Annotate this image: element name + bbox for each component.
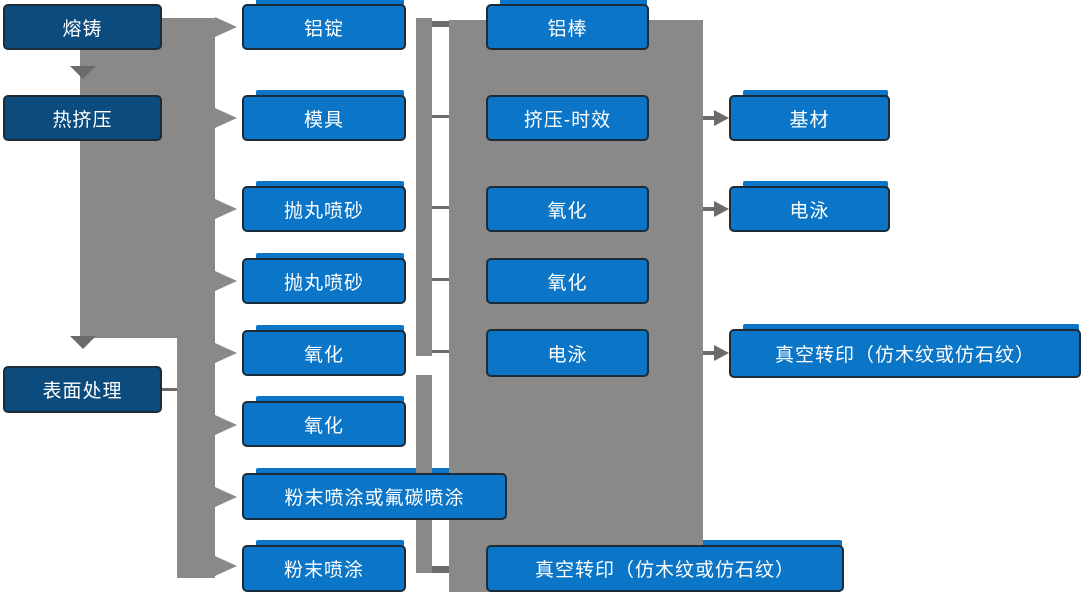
arrowhead-to-aluminum-ingot xyxy=(215,17,237,37)
connector-tick-row8 xyxy=(432,566,449,573)
down-arrow-to-surface-treatment xyxy=(70,336,96,349)
arrowhead-to-anodizing-2 xyxy=(215,415,237,435)
node-anodizing-2: 氧化 xyxy=(242,401,406,447)
node-aluminum-rod: 铝棒 xyxy=(486,4,649,50)
arrowhead-to-electrophoresis xyxy=(714,201,729,217)
arrow-stem-to-electrophoresis xyxy=(703,207,715,211)
node-mold: 模具 xyxy=(242,95,406,141)
connector-tick-row1 xyxy=(432,21,449,27)
node-base-material: 基材 xyxy=(729,95,890,141)
node-echo-strip xyxy=(256,468,505,475)
node-aluminum-ingot: 铝锭 xyxy=(242,4,406,50)
node-extrusion-aging: 挤压-时效 xyxy=(486,95,649,141)
arrowhead-to-shot-blasting-2 xyxy=(215,271,237,291)
flow-bar-upper xyxy=(416,18,432,356)
node-echo-strip xyxy=(256,253,404,260)
node-echo-strip xyxy=(256,325,404,332)
connector-tick-row2 xyxy=(432,115,449,118)
node-hot-extrusion: 热挤压 xyxy=(3,95,162,141)
node-vacuum-transfer-1: 真空转印（仿木纹或仿石纹） xyxy=(486,545,844,592)
connector-tick-row5 xyxy=(432,350,449,353)
node-anodizing-3: 氧化 xyxy=(486,186,649,232)
node-electrophoresis-1: 电泳 xyxy=(486,329,649,377)
arrow-stem-to-base-material xyxy=(703,116,715,120)
arrowhead-to-anodizing-1 xyxy=(215,343,237,363)
node-vacuum-transfer-2: 真空转印（仿木纹或仿石纹） xyxy=(729,329,1081,378)
node-anodizing-4: 氧化 xyxy=(486,258,649,304)
node-electrophoresis-2: 电泳 xyxy=(729,186,890,232)
node-shot-blasting-1: 抛丸喷砂 xyxy=(242,186,406,232)
connector-tick-row3 xyxy=(432,206,449,209)
node-powder-coating: 粉末喷涂 xyxy=(242,545,406,592)
arrowhead-to-base-material xyxy=(714,110,729,126)
arrow-stem-to-vacuum-transfer xyxy=(703,351,715,355)
node-echo-strip xyxy=(500,0,647,6)
arrowhead-to-vacuum-transfer xyxy=(714,345,729,361)
down-arrow-to-hot-extrusion xyxy=(70,66,96,79)
node-echo-strip xyxy=(256,396,404,403)
node-echo-strip xyxy=(256,181,404,188)
node-echo-strip xyxy=(743,90,888,97)
node-anodizing-1: 氧化 xyxy=(242,330,406,376)
node-powder-or-fluorocarbon-coating: 粉末喷涂或氟碳喷涂 xyxy=(242,473,507,520)
node-melting-casting: 熔铸 xyxy=(3,4,162,50)
node-echo-strip xyxy=(256,0,404,6)
flow-trunk-main xyxy=(80,18,215,338)
node-surface-treatment: 表面处理 xyxy=(3,366,162,413)
connector-tick-row4 xyxy=(432,278,449,281)
node-shot-blasting-2: 抛丸喷砂 xyxy=(242,258,406,304)
node-echo-strip xyxy=(256,540,404,547)
node-echo-strip xyxy=(743,181,888,188)
arrowhead-to-shot-blasting-1 xyxy=(215,199,237,219)
node-echo-strip xyxy=(743,324,1079,331)
arrowhead-to-powder-coating xyxy=(215,556,237,576)
node-echo-strip xyxy=(256,90,404,97)
surface-treatment-connector xyxy=(162,388,177,391)
arrowhead-to-mold xyxy=(215,108,237,128)
flow-trunk-lower xyxy=(177,338,215,578)
arrowhead-to-powder-or-fluorocarbon xyxy=(215,487,237,507)
